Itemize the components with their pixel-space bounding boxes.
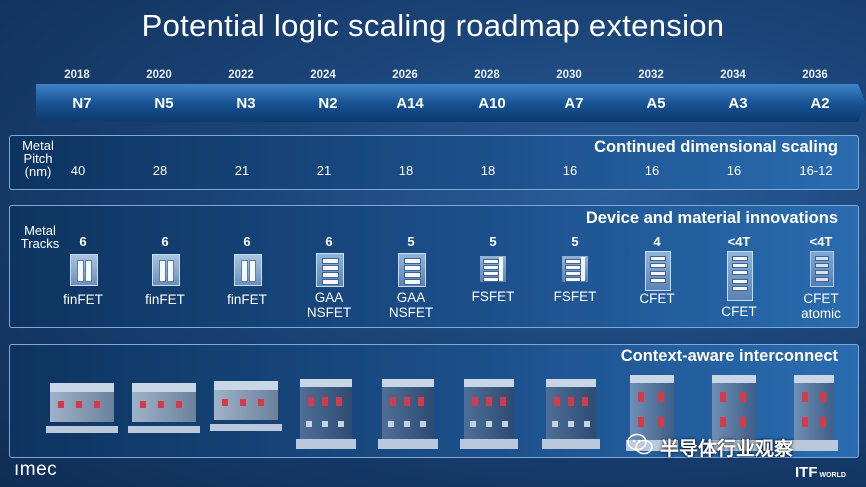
device-name: finFET [63,292,103,307]
finfet-icon [234,254,262,286]
interconnect-block-image [296,379,356,449]
track-count: 4 [653,234,661,249]
interconnect-block-image [460,379,518,449]
device-name: finFET [227,292,267,307]
label-line: Tracks [20,236,60,251]
device-name: CFET [639,291,675,306]
pitch-value: 28 [152,163,168,178]
year-label: 2034 [720,69,746,81]
year-label: 2036 [802,69,828,81]
year-label: 2026 [392,69,418,81]
panel-title: Continued dimensional scaling [594,138,838,156]
pitch-value: 40 [70,163,86,178]
finfet-icon [152,254,180,286]
interconnect-block-image [790,375,838,451]
node-chevron: A5 [610,84,702,122]
track-count: 5 [489,234,497,249]
track-count: 6 [79,234,87,249]
pitch-value: 21 [316,163,332,178]
interconnect-block-image [708,375,760,451]
cfet-atomic-icon [810,251,834,287]
node-chevron: A10 [446,84,538,122]
pitch-value: 21 [234,163,250,178]
pitch-value: 18 [398,163,414,178]
finfet-icon [70,254,98,286]
forksheet-icon [480,256,506,282]
year-label: 2032 [638,69,664,81]
node-chevron: N7 [36,84,128,122]
metal-tracks-label: Metal Tracks [16,224,64,250]
track-count: <4T [727,234,751,249]
cfet-icon [645,251,671,291]
imec-logo: ımec [14,459,58,480]
nanosheet-icon [316,253,344,287]
node-chevron: N2 [282,84,374,122]
track-count: 5 [407,234,415,249]
pitch-value: 16 [726,163,742,178]
interconnect-block-image [46,383,118,433]
year-label: 2030 [556,69,582,81]
metal-pitch-label: Metal Pitch (nm) [16,139,60,178]
node-chevron: A2 [774,84,866,122]
year-label: 2024 [310,69,336,81]
node-chevron: N5 [118,84,210,122]
wechat-icon [627,433,653,455]
cfet-icon [727,251,753,301]
year-label: 2018 [64,69,90,81]
year-label: 2020 [146,69,172,81]
track-count: 6 [161,234,169,249]
label-line: Metal [22,138,54,153]
interconnect-block-image [128,383,200,433]
device-name: FSFET [471,289,515,304]
interconnect-block-image [210,381,282,431]
track-count: 6 [243,234,251,249]
watermark-text: 半导体行业观察 [660,439,794,460]
year-label: 2028 [474,69,500,81]
node-chevron: A7 [528,84,620,122]
track-count: <4T [809,234,833,249]
page-title: Potential logic scaling roadmap extensio… [141,8,725,43]
node-chevron: A14 [364,84,456,122]
label-line: Metal [24,223,56,238]
metal-pitch-panel: Continued dimensional scaling Metal Pitc… [9,135,859,190]
node-chevron: A3 [692,84,784,122]
label-line: Pitch [23,151,53,166]
nanosheet-icon [398,253,426,287]
interconnect-panel: Context-aware interconnect [9,344,859,458]
interconnect-block-image [542,379,600,449]
interconnect-block-image [378,379,438,449]
label-line: (nm) [24,164,52,179]
pitch-value: 16 [644,163,660,178]
node-roadmap: N7 N5 N3 N2 A14 A10 A7 A5 A3 A2 [36,84,866,122]
track-count: 5 [571,234,579,249]
forksheet-icon [562,256,588,282]
pitch-value: 16-12 [799,163,833,178]
year-row: 2018 2020 2022 2024 2026 2028 2030 2032 … [36,69,856,85]
device-name: finFET [145,292,185,307]
panel-title: Context-aware interconnect [620,347,838,365]
node-chevron: N3 [200,84,292,122]
panel-title: Device and material innovations [585,209,838,227]
track-count: 6 [325,234,333,249]
pitch-value: 16 [562,163,578,178]
device-name: FSFET [553,289,597,304]
year-label: 2022 [228,69,254,81]
pitch-value: 18 [480,163,496,178]
device-name: CFET [721,304,757,319]
device-innovations-panel: Device and material innovations Metal Tr… [9,205,859,328]
